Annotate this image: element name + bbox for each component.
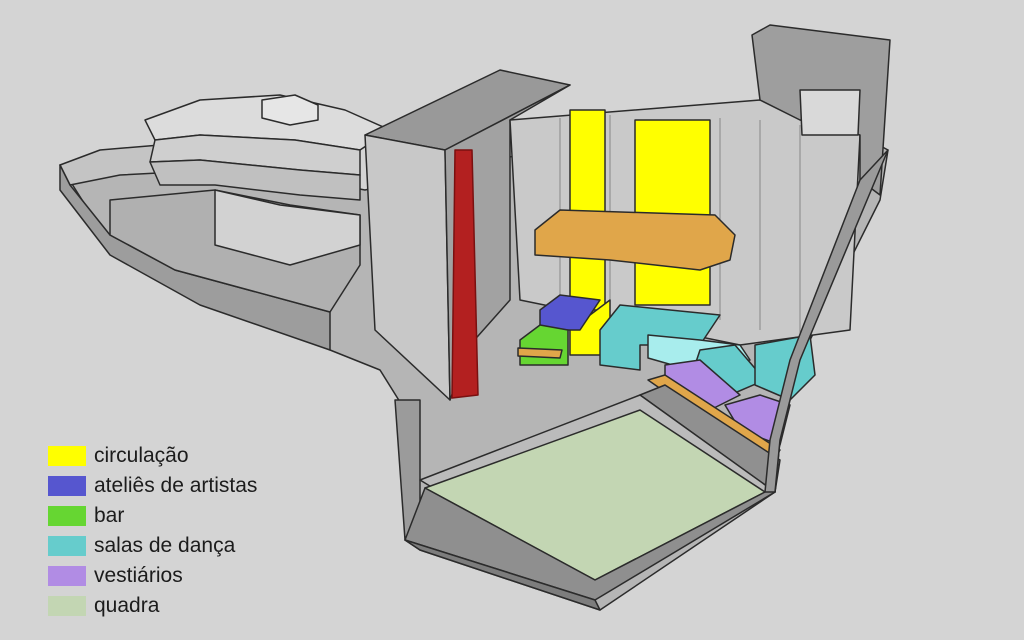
court-bottom-edge <box>404 539 601 611</box>
upper-curved-floor-3 <box>149 159 361 201</box>
legend-label: vestiários <box>94 564 183 587</box>
legend-label: ateliês de artistas <box>94 474 258 497</box>
legend-label: salas de dança <box>94 534 236 557</box>
legend-item-quadra: quadra <box>48 593 257 619</box>
legend-item-circulacao: circulação <box>48 443 257 469</box>
legend-swatch-quadra <box>48 596 86 616</box>
legend-item-vestiarios: vestiários <box>48 563 257 589</box>
bar-orange-strip <box>517 347 563 359</box>
left-wing-front-wall <box>59 164 331 351</box>
right-diagonal-wall <box>764 149 889 493</box>
legend-swatch-bar <box>48 506 86 526</box>
legend-label: quadra <box>94 594 160 617</box>
small-roof-block <box>261 94 319 126</box>
orange-balcony <box>534 209 736 271</box>
legend-label: circulação <box>94 444 189 467</box>
right-roof-box <box>799 89 861 136</box>
legend-swatch-salas-de-danca <box>48 536 86 556</box>
legend: circulação ateliês de artistas bar salas… <box>48 443 257 619</box>
upper-volume-box <box>214 189 361 266</box>
legend-item-atelies: ateliês de artistas <box>48 473 257 499</box>
legend-label: bar <box>94 504 125 527</box>
legend-swatch-circulacao <box>48 446 86 466</box>
red-structural-column <box>451 149 479 399</box>
legend-item-bar: bar <box>48 503 257 529</box>
legend-swatch-vestiarios <box>48 566 86 586</box>
legend-item-salas-de-danca: salas de dança <box>48 533 257 559</box>
legend-swatch-atelies <box>48 476 86 496</box>
